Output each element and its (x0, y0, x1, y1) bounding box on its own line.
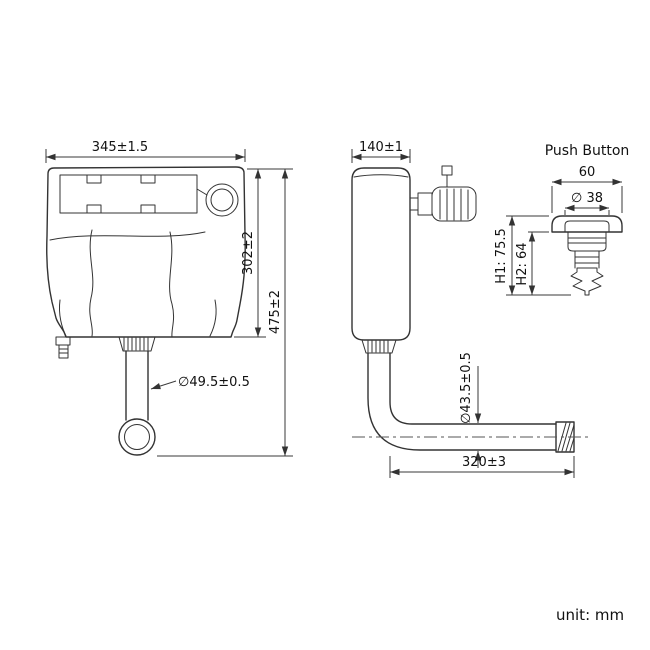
dim-pipe-diameter: ∅43.5±0.5 (459, 352, 482, 468)
access-panel (59, 174, 198, 214)
total-height-label: 475±2 (268, 290, 283, 334)
outlet-assembly (118, 336, 156, 456)
tank-front-outline (46, 166, 246, 338)
side-view: 140±1 ∅43.5±0.5 320±3 (351, 140, 592, 478)
threaded-end (555, 421, 575, 453)
dim-button-h2: H2: 64 (515, 231, 549, 295)
dim-button-h1: H1: 75.5 (494, 215, 571, 296)
flush-rod-port (196, 183, 239, 217)
dim-outlet-diameter: ∅49.5±0.5 (150, 375, 250, 390)
dim-pipe-length: 320±3 (389, 455, 575, 478)
button-barb (570, 267, 604, 296)
inlet-valve-stub (55, 336, 71, 359)
dim-button-diameter: ∅ 38 (564, 191, 610, 215)
side-depth-label: 140±1 (359, 140, 403, 155)
unit-label: unit: mm (556, 606, 624, 624)
button-h1-label: H1: 75.5 (494, 228, 509, 284)
button-body (551, 215, 623, 296)
tank-height-label: 302±2 (241, 231, 256, 275)
button-dia-label: ∅ 38 (571, 191, 603, 206)
fill-valve (409, 165, 477, 222)
tank-side-outline (351, 167, 411, 341)
outlet-dia-label: ∅49.5±0.5 (178, 375, 250, 390)
dim-tank-height: 302±2 (234, 168, 293, 338)
pipe-dia-label: ∅43.5±0.5 (459, 352, 474, 424)
push-button-detail: Push Button 60 ∅ 38 (494, 143, 630, 296)
button-h2-label: H2: 64 (515, 242, 530, 285)
flush-pipe (352, 339, 592, 453)
front-view: ∅49.5±0.5 345±1.5 302±2 475±2 (45, 140, 293, 457)
dim-button-width: 60 (551, 165, 623, 213)
button-width-label: 60 (579, 165, 596, 180)
dim-total-height: 475±2 (157, 169, 293, 457)
dim-front-width: 345±1.5 (45, 140, 246, 163)
pipe-length-label: 320±3 (462, 455, 506, 470)
push-button-title: Push Button (545, 143, 630, 159)
surface-contours (49, 229, 217, 338)
front-width-label: 345±1.5 (92, 140, 148, 155)
dim-side-depth: 140±1 (351, 140, 411, 163)
